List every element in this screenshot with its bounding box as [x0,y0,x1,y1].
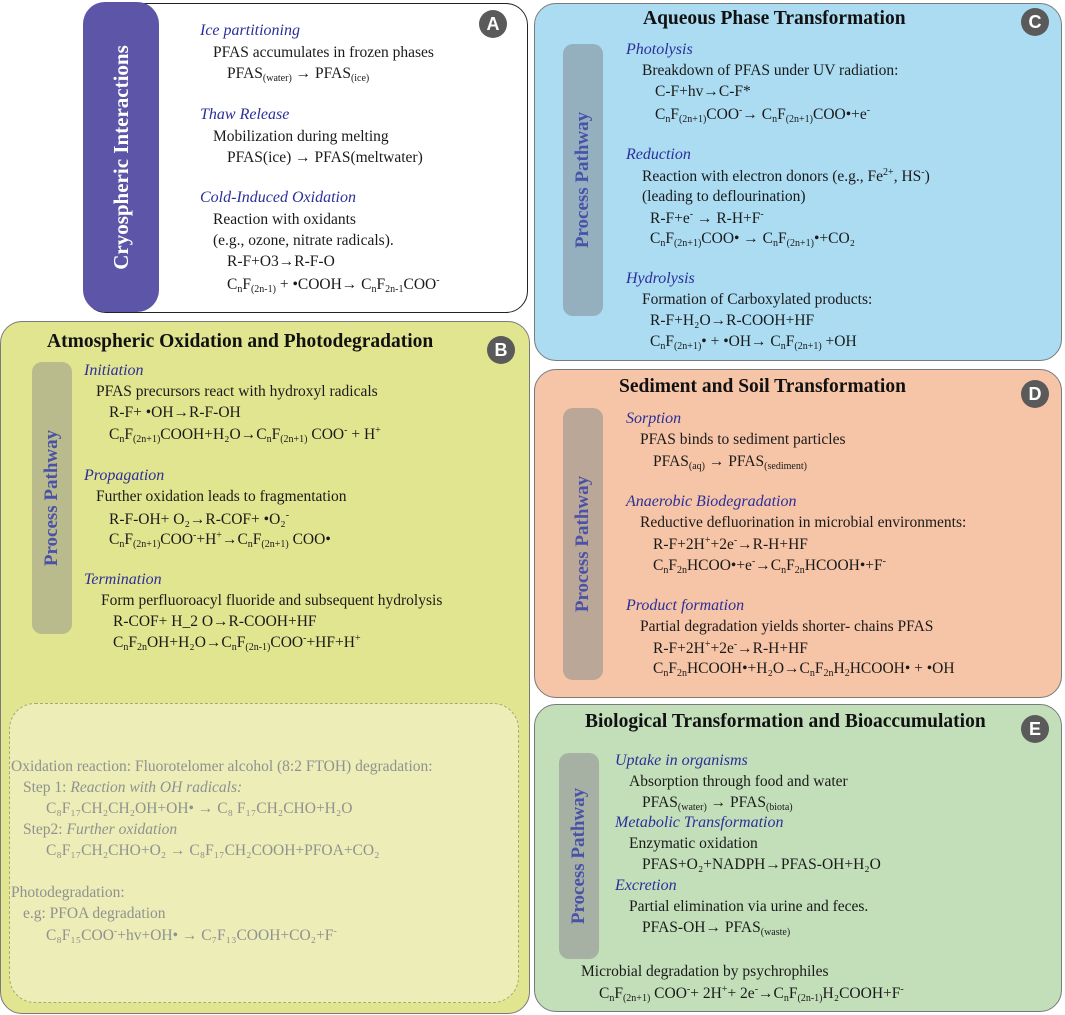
uptake-desc: Absorption through food and water [629,773,848,790]
section-anaerobic: Anaerobic Biodegradation [626,493,797,510]
section-photolysis: Photolysis [626,41,693,58]
hydrolysis-desc: Formation of Carboxylated products: [642,291,873,308]
ftoh-step1-eq: C₈F₁₇CH₂CH₂OH+OH• → C₈ F₁₇CH₂CHO+H₂O [46,800,353,817]
cold-oxidation-desc1: Reaction with oxidants [213,211,356,228]
aqueous-side-label: Process Pathway [572,111,594,249]
aqueous-title: Aqueous Phase Transformation [643,8,906,29]
excretion-eq: PFAS-OH→ PFAS(waste) [642,919,791,938]
ftoh-example-box [9,703,519,1003]
section-cold-oxidation: Cold-Induced Oxidation [200,189,356,206]
section-ice-partitioning: Ice partitioning [200,22,300,39]
biological-title: Biological Transformation and Bioaccumul… [585,711,986,732]
section-sorption: Sorption [626,410,682,427]
termination-eq1: R-COF+ H_2 O→R-COOH+HF [113,613,317,630]
badge-c: C [1021,8,1049,36]
cold-oxidation-eq2: CnF(2n-1) + •COOH→ CnF2n-1COO- [227,275,440,295]
cryospheric-side-label: Cryospheric Interactions [108,44,133,270]
metabolic-eq: PFAS+O₂+NADPH→PFAS-OH+H₂O [642,856,881,873]
pfoa-eq: C₈F₁₅COO-+hv+OH• → C₇F₁₃COOH+CO₂+F- [46,926,337,944]
termination-eq2: CnF2nOH+H₂O→CnF(2n-1)COO-+HF+H+ [113,633,361,653]
hydrolysis-eq2: CnF(2n+1)• + •OH→ CnF(2n+1) +OH [650,333,857,352]
section-initiation: Initiation [84,362,144,379]
sorption-desc: PFAS binds to sediment particles [640,431,846,448]
section-propagation: Propagation [84,467,165,484]
anaerobic-eq2: CnF2nHCOO•+e-→CnF2nHCOOH•+F- [653,556,886,576]
ftoh-line1: Oxidation reaction: Fluorotelomer alcoho… [11,758,433,775]
propagation-eq1: R-F-OH+ O₂→R-COF+ •O₂- [109,510,290,528]
initiation-eq2: CnF(2n+1)COOH+H₂O→CnF(2n+1) COO- + H+ [109,425,381,445]
metabolic-desc: Enzymatic oxidation [629,835,758,852]
photolysis-eq1: C-F+hv→C-F* [655,83,751,100]
product-formation-desc: Partial degradation yields shorter- chai… [640,618,934,635]
photolysis-eq2: CnF(2n+1)COO-→ CnF(2n+1)COO•+e- [655,105,871,125]
section-reduction: Reduction [626,146,691,163]
product-formation-eq2: CnF2nHCOOH•+H₂O→CnF2nH2HCOOH• + •OH [653,660,955,679]
termination-desc: Form perfluoroacyl fluoride and subseque… [101,592,443,609]
section-thaw-release: Thaw Release [200,106,290,123]
badge-a: A [479,10,507,38]
reduction-eq1: R-F+e- → R-H+F- [650,209,764,227]
ice-partitioning-eq: PFAS(water) → PFAS(ice) [227,65,370,84]
ftoh-step2-eq: C₈F₁₇CH₂CHO+O₂ → C₈F₁₇CH₂COOH+PFOA+CO₂ [46,842,380,859]
reduction-desc2: (leading to deflourination) [642,188,806,205]
badge-b: B [487,336,515,364]
atmospheric-side-label: Process Pathway [41,429,63,567]
badge-d: D [1021,380,1049,408]
initiation-desc: PFAS precursors react with hydroxyl radi… [96,383,378,400]
section-hydrolysis: Hydrolysis [626,270,695,287]
atmospheric-side-bar: Process Pathway [32,362,72,634]
pfoa-example: e.g: PFOA degradation [23,905,166,922]
hydrolysis-eq1: R-F+H₂O→R-COOH+HF [650,312,815,329]
section-metabolic: Metabolic Transformation [615,814,784,831]
atmospheric-title: Atmospheric Oxidation and Photodegradati… [47,331,434,352]
aqueous-side-bar: Process Pathway [563,44,603,316]
panel-atmospheric: B Atmospheric Oxidation and Photodegrada… [0,321,530,1014]
cold-oxidation-desc2: (e.g., ozone, nitrate radicals). [213,232,394,249]
sediment-side-bar: Process Pathway [563,408,603,680]
microbial-desc: Microbial degradation by psychrophiles [581,963,829,980]
panel-cryospheric: Cryospheric Interactions A Ice partition… [83,2,528,313]
biological-side-bar: Process Pathway [559,753,599,959]
thaw-release-eq: PFAS(ice) → PFAS(meltwater) [227,149,423,166]
panel-aqueous: C Aqueous Phase Transformation Process P… [534,3,1062,361]
thaw-release-desc: Mobilization during melting [213,128,389,145]
product-formation-eq1: R-F+2H++2e-→R-H+HF [653,639,808,657]
section-product-formation: Product formation [626,597,745,614]
sediment-side-label: Process Pathway [572,475,594,613]
reduction-eq2: CnF(2n+1)COO• → CnF(2n+1)•+CO₂ [650,230,856,249]
ftoh-step2: Step2: Further oxidation [23,821,178,838]
photodegradation-label: Photodegradation: [11,884,125,901]
sorption-eq: PFAS(aq) → PFAS(sediment) [653,453,807,472]
cold-oxidation-eq1: R-F+O3→R-F-O [227,253,335,270]
excretion-desc: Partial elimination via urine and feces. [629,898,869,915]
propagation-eq2: CnF(2n+1)COO-+H+→CnF(2n+1) COO• [109,530,331,550]
initiation-eq1: R-F+ •OH→R-F-OH [109,404,241,421]
photolysis-desc: Breakdown of PFAS under UV radiation: [642,62,899,79]
anaerobic-desc: Reductive defluorination in microbial en… [640,514,967,531]
badge-e: E [1021,715,1049,743]
sediment-title: Sediment and Soil Transformation [619,376,906,397]
propagation-desc: Further oxidation leads to fragmentation [96,488,347,505]
panel-biological: E Biological Transformation and Bioaccum… [534,704,1062,1012]
section-excretion: Excretion [615,877,677,894]
cryospheric-side-bar: Cryospheric Interactions [83,2,159,312]
microbial-eq: CnF(2n+1) COO-+ 2H++ 2e-→CnF(2n-1)H₂COOH… [599,984,904,1004]
section-termination: Termination [84,571,162,588]
ice-partitioning-desc: PFAS accumulates in frozen phases [213,44,434,61]
anaerobic-eq1: R-F+2H++2e-→R-H+HF [653,535,808,553]
biological-side-label: Process Pathway [568,787,590,925]
ftoh-step1: Step 1: Reaction with OH radicals: [23,779,243,796]
panel-sediment: D Sediment and Soil Transformation Proce… [534,369,1062,698]
reduction-desc1: Reaction with electron donors (e.g., Fe2… [642,167,930,185]
uptake-eq: PFAS(water) → PFAS(biota) [642,794,793,813]
section-uptake: Uptake in organisms [615,752,748,769]
